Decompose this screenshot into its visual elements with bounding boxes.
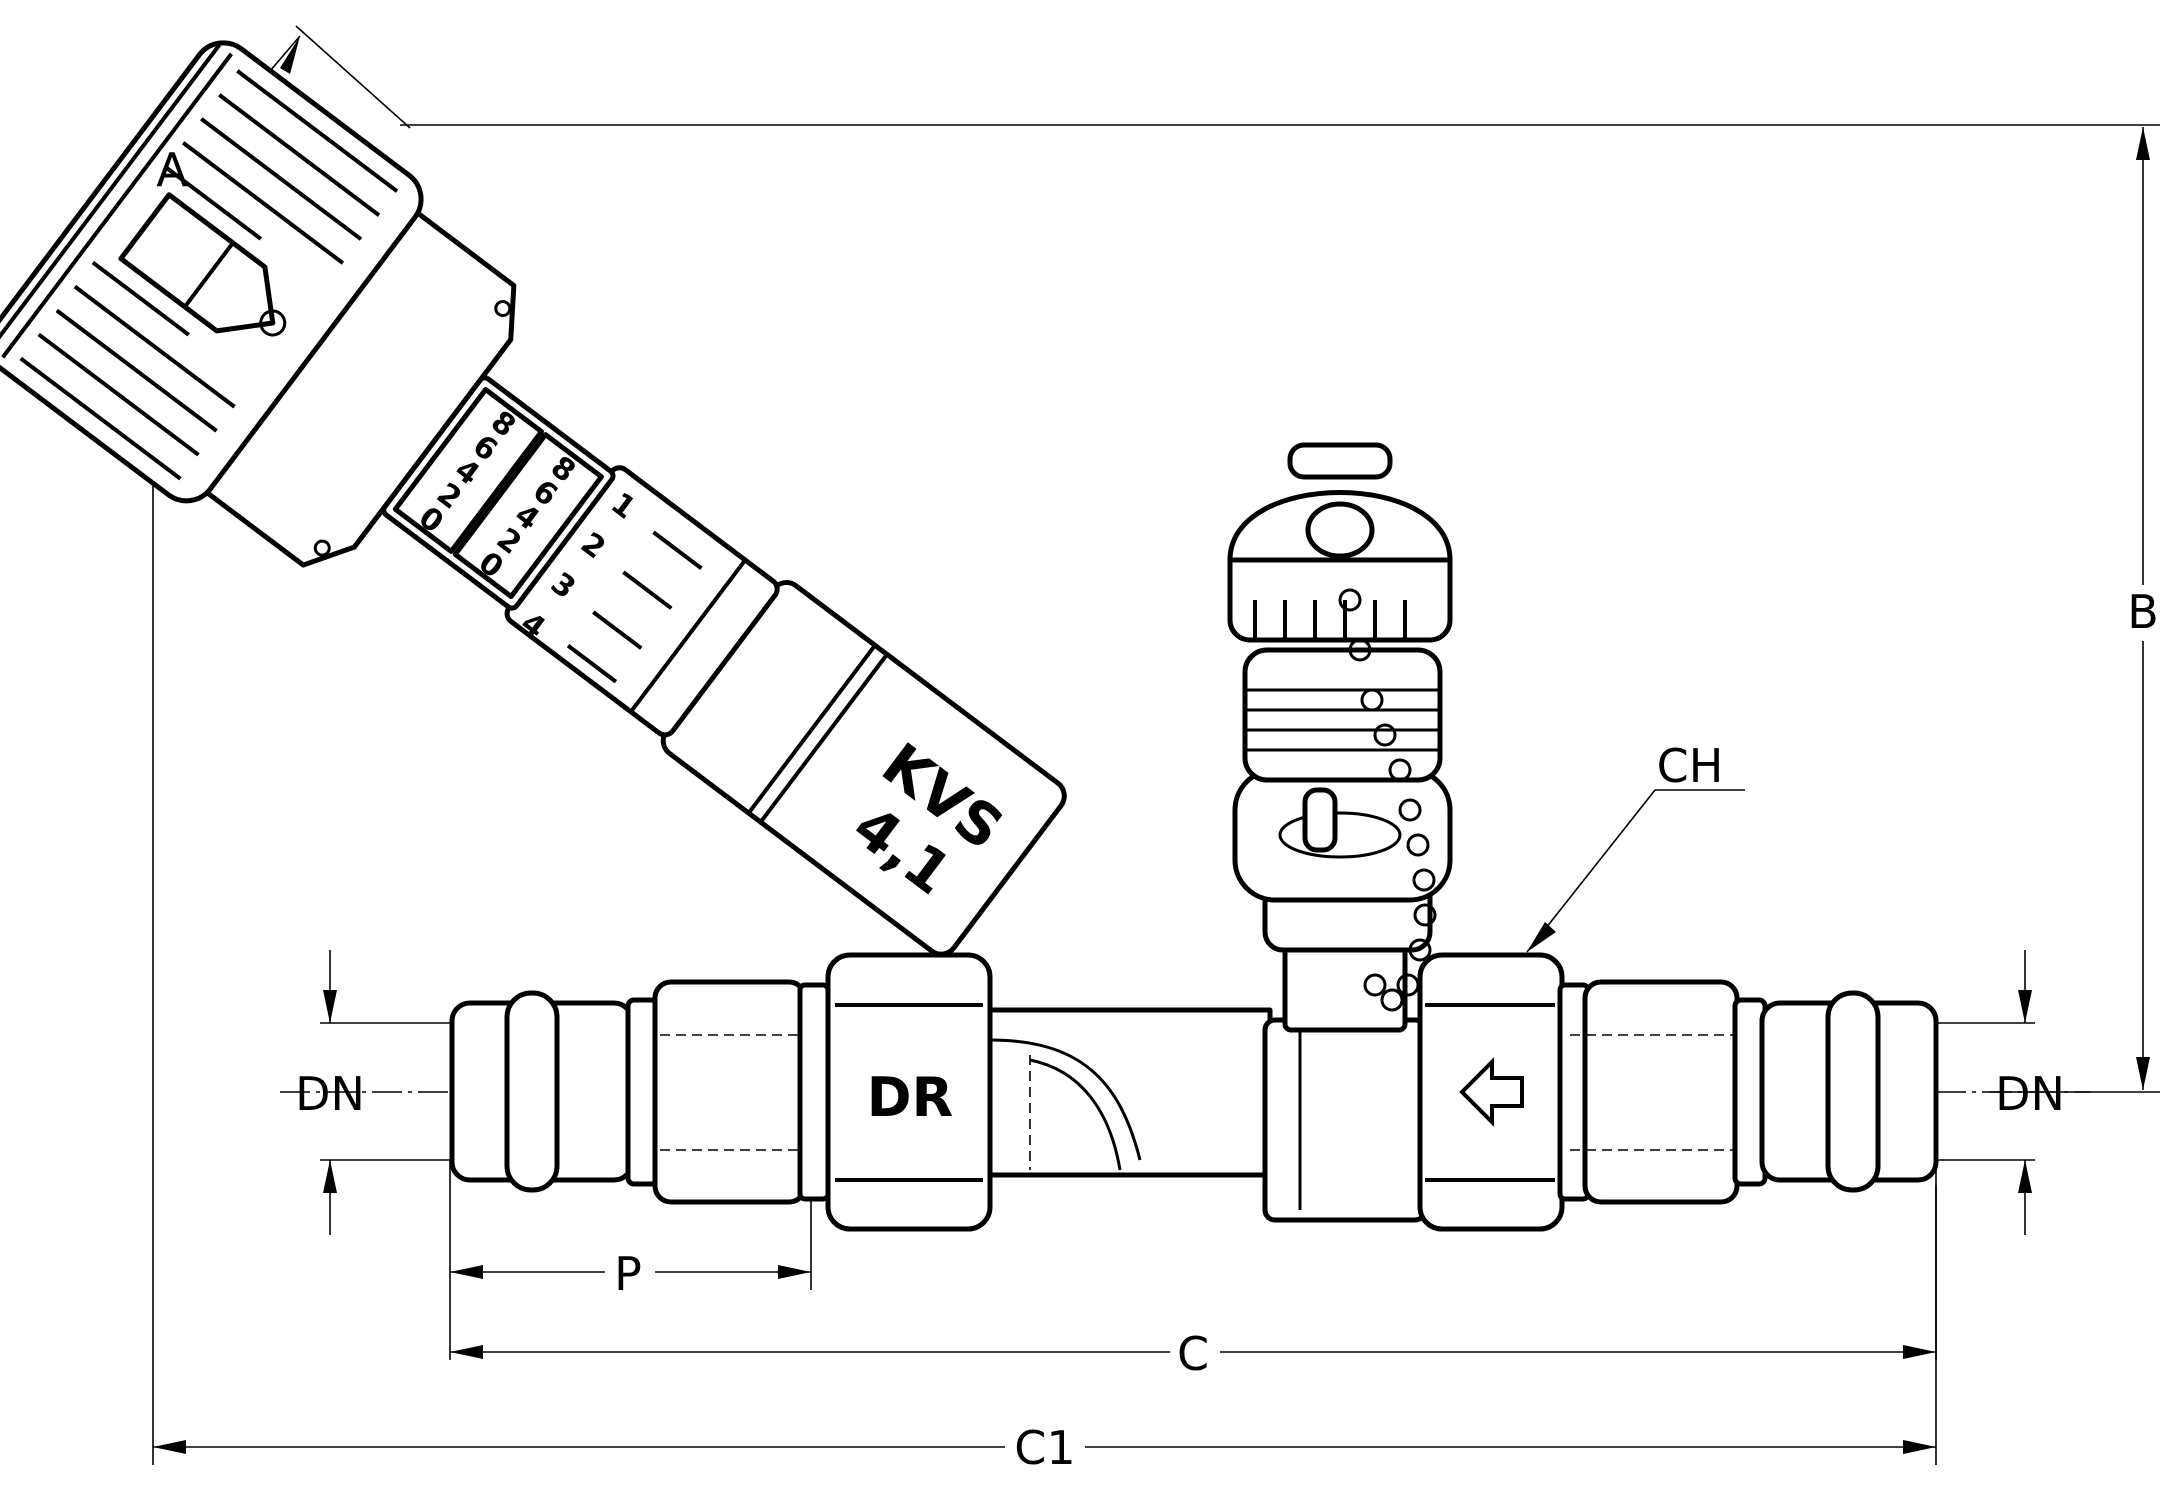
- dim-label-b: B: [2127, 585, 2159, 639]
- dim-label-c1: C1: [1014, 1421, 1075, 1475]
- valve-body: [449, 952, 1939, 1232]
- dimension-labels: A B C C1 P CH DN DN: [156, 143, 2159, 1475]
- dim-label-dn-right: DN: [1995, 1067, 2065, 1121]
- dim-label-c: C: [1177, 1327, 1209, 1381]
- cap-chain: [1338, 588, 1437, 1012]
- dim-label-ch: CH: [1657, 739, 1724, 793]
- handwheel-assembly: KVS 4,1 1 2 3 4 8 6 4 2 0 8 6 4 2: [0, 40, 1067, 957]
- measuring-port: [1227, 442, 1453, 1033]
- dim-label-a: A: [156, 143, 188, 197]
- dim-label-p: P: [614, 1247, 642, 1301]
- flow-direction-arrow-icon: [1459, 1057, 1524, 1127]
- dim-label-dn-left: DN: [295, 1067, 365, 1121]
- manufacturer-logo: DR: [858, 1060, 968, 1132]
- handwheel-ribs: [19, 69, 399, 481]
- svg-text:DR: DR: [867, 1066, 953, 1129]
